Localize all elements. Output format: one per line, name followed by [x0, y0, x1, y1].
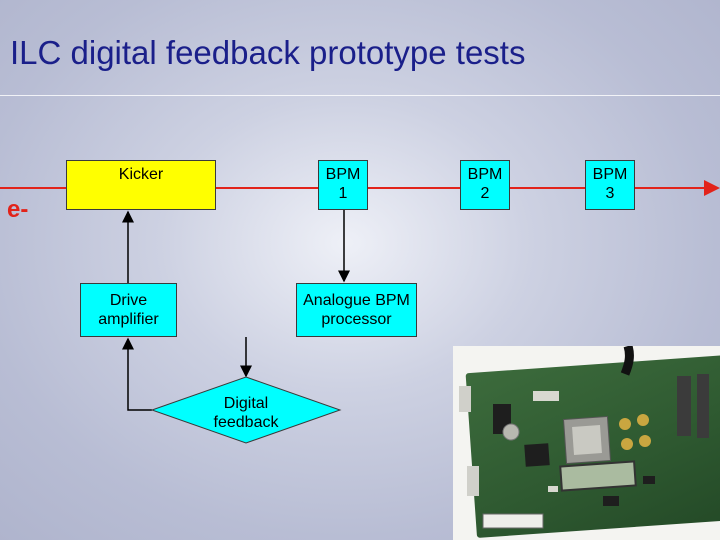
bpm3-block: BPM 3 [585, 160, 635, 210]
fpga-board-photo [453, 346, 720, 540]
page-title: ILC digital feedback prototype tests [10, 34, 526, 71]
bpm2-number: 2 [480, 185, 490, 202]
bpm2-block: BPM 2 [460, 160, 510, 210]
kicker-block: Kicker [66, 160, 216, 210]
bpm1-block: BPM 1 [318, 160, 368, 210]
analogue-processor-block: Analogue BPM processor [296, 283, 417, 337]
drive-amplifier-block: Drive amplifier [80, 283, 177, 337]
digital-feedback-label: Digital feedback [196, 394, 296, 432]
bpm1-number: 1 [338, 185, 348, 202]
bpm3-number: 3 [605, 185, 615, 202]
electron-beam-label: e- [7, 196, 29, 223]
bpm1-label: BPM [325, 166, 361, 183]
title-divider [0, 95, 720, 96]
bpm3-label: BPM [592, 166, 628, 183]
drive-amplifier-line1: Drive [109, 292, 148, 309]
analogue-processor-line2: processor [321, 311, 392, 328]
digital-feedback-line2: feedback [213, 414, 279, 431]
analogue-processor-line1: Analogue BPM [303, 292, 410, 309]
bpm2-label: BPM [467, 166, 503, 183]
digital-feedback-line1: Digital [223, 395, 269, 412]
digital-feedback-diamond [150, 376, 342, 444]
drive-amplifier-line2: amplifier [98, 311, 159, 328]
feedback-to-drive-arrow [122, 337, 152, 411]
kicker-label: Kicker [118, 166, 164, 183]
pcb-components [459, 346, 709, 529]
